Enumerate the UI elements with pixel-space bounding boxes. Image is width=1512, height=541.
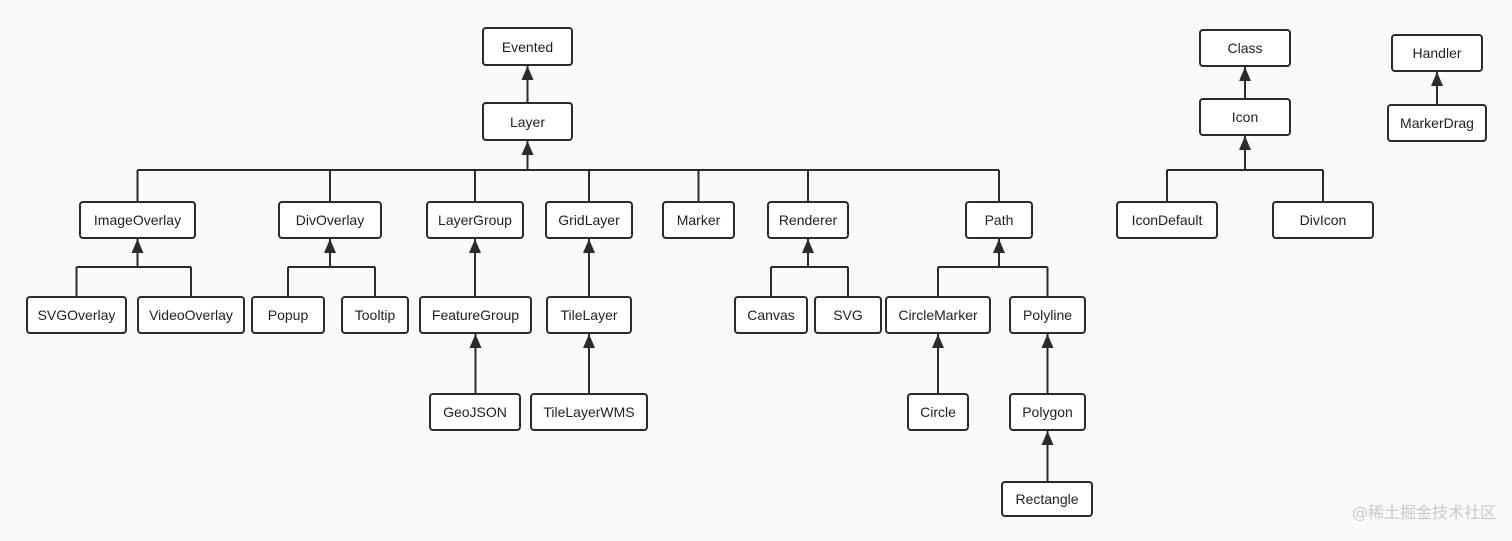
node-featuregroup: FeatureGroup: [419, 296, 532, 334]
arrowhead-circlemarker-to-circle: [932, 334, 944, 348]
node-handler: Handler: [1391, 34, 1483, 72]
arrowhead-imageoverlay-stem: [131, 239, 144, 253]
arrowhead-handler-to-markerdrag: [1431, 72, 1443, 86]
node-canvas: Canvas: [734, 296, 808, 334]
node-circlemarker: CircleMarker: [885, 296, 991, 334]
node-imageoverlay: ImageOverlay: [79, 201, 196, 239]
node-polyline: Polyline: [1009, 296, 1086, 334]
node-svgoverlay: SVGOverlay: [26, 296, 127, 334]
node-svg: SVG: [814, 296, 882, 334]
node-popup: Popup: [251, 296, 325, 334]
node-tooltip: Tooltip: [341, 296, 409, 334]
node-markerdrag: MarkerDrag: [1387, 104, 1487, 142]
node-polygon: Polygon: [1009, 393, 1086, 431]
node-renderer: Renderer: [767, 201, 849, 239]
node-tilelayerwms: TileLayerWMS: [530, 393, 648, 431]
node-divicon: DivIcon: [1272, 201, 1374, 239]
arrowhead-tilelayer-to-tilelayerwms: [583, 334, 595, 348]
node-path: Path: [965, 201, 1033, 239]
arrowhead-class-to-icon: [1239, 67, 1251, 81]
node-geojson: GeoJSON: [429, 393, 521, 431]
node-circle: Circle: [907, 393, 969, 431]
node-icondefault: IconDefault: [1116, 201, 1218, 239]
arrowhead-path-stem: [993, 239, 1005, 253]
arrowhead-evented-to-layer: [521, 66, 534, 80]
arrowhead-polyline-to-polygon: [1041, 334, 1054, 348]
watermark: @稀土掘金技术社区: [1351, 503, 1496, 522]
node-evented: Evented: [482, 27, 573, 66]
arrowhead-gridlayer-to-tilelayer: [583, 239, 595, 253]
node-gridlayer: GridLayer: [545, 201, 633, 239]
node-rectangle: Rectangle: [1001, 481, 1093, 517]
arrowhead-icon-stem: [1239, 136, 1251, 150]
node-class: Class: [1199, 29, 1291, 67]
node-marker: Marker: [662, 201, 735, 239]
node-videooverlay: VideoOverlay: [137, 296, 245, 334]
arrowhead-layer-stem: [521, 141, 534, 155]
arrowhead-divoverlay-stem: [324, 239, 336, 253]
arrowhead-layergroup-to-featuregroup: [469, 239, 481, 253]
arrowhead-featuregroup-to-geojson: [469, 334, 482, 348]
arrowhead-polygon-to-rectangle: [1041, 431, 1054, 445]
node-layer: Layer: [482, 102, 573, 141]
arrowhead-renderer-stem: [802, 239, 814, 253]
node-icon: Icon: [1199, 98, 1291, 136]
node-layergroup: LayerGroup: [426, 201, 524, 239]
node-divoverlay: DivOverlay: [278, 201, 382, 239]
node-tilelayer: TileLayer: [546, 296, 632, 334]
